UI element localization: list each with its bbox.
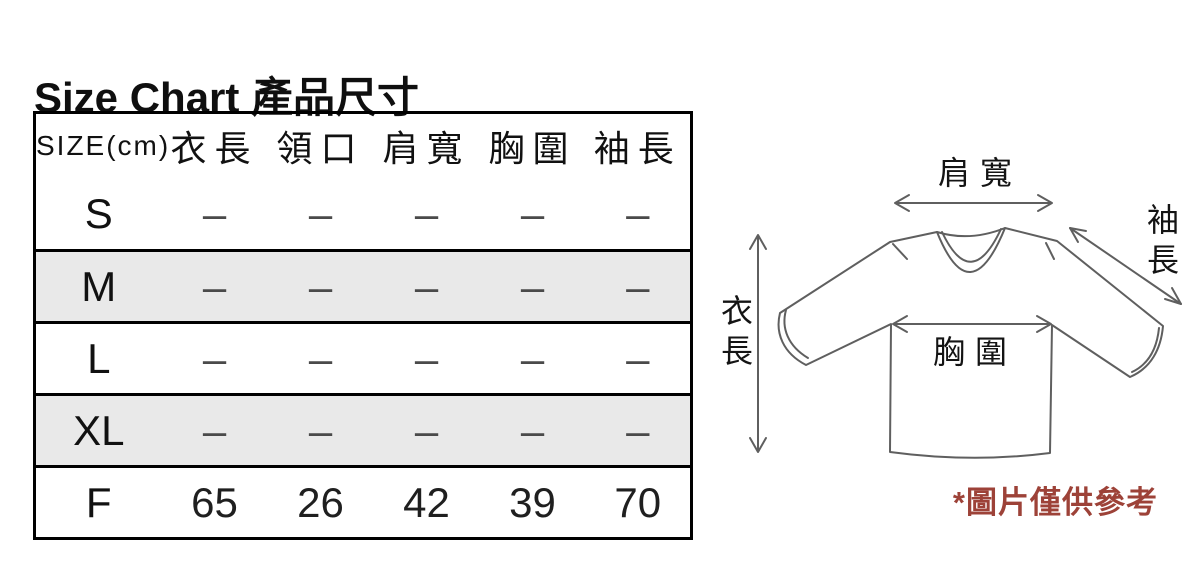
left-shoulder-seam <box>892 243 908 260</box>
value-cell: 39 <box>509 478 556 526</box>
chest-width-arrow <box>892 315 1052 333</box>
right-cuff-hem-line <box>1131 327 1160 373</box>
size-label: S <box>84 189 113 237</box>
table-row-xl: XL – – – – – <box>34 394 692 467</box>
value-cell: 70 <box>614 478 662 526</box>
size-column-header: SIZE(cm) <box>36 130 171 162</box>
column-header-shoulder-width: 肩寬 <box>382 128 471 170</box>
column-header-sleeve-length: 袖長 <box>593 128 682 170</box>
value-cell: 26 <box>297 478 344 526</box>
value-cell: – <box>626 189 650 237</box>
value-cell: – <box>308 262 333 310</box>
table-header-row: SIZE(cm) 衣長 領口 肩寬 胸圍 袖長 <box>35 113 692 179</box>
left-cuff-hem-line <box>783 309 809 359</box>
garment-length-label: 衣長 <box>717 294 753 374</box>
column-header-neck-opening: 領口 <box>276 128 365 170</box>
garment-length-arrow <box>749 234 767 453</box>
value-cell: – <box>414 189 439 237</box>
value-cell: – <box>414 334 439 382</box>
size-label: F <box>85 478 112 526</box>
value-cell: 42 <box>403 478 450 526</box>
sleeve-length-arrow <box>1069 227 1182 305</box>
value-cell: – <box>308 406 333 454</box>
value-cell: – <box>308 189 333 237</box>
table-row-f: F 65 26 42 39 70 <box>35 467 692 539</box>
sleeve-length-label: 袖長 <box>1143 203 1179 283</box>
shoulder-width-arrow <box>894 194 1053 212</box>
value-cell: – <box>202 262 227 310</box>
size-label: XL <box>73 406 125 454</box>
table-row-m: M – – – – – <box>34 250 692 323</box>
value-cell: – <box>520 334 545 382</box>
shirt-outline <box>777 227 1164 459</box>
chest-width-label: 胸圍 <box>932 334 1017 370</box>
column-header-chest: 胸圍 <box>488 128 577 170</box>
size-label: M <box>81 262 117 310</box>
value-cell: – <box>202 406 227 454</box>
value-cell: – <box>202 334 227 382</box>
value-cell: 65 <box>191 478 238 526</box>
table-row-s: S – – – – – <box>34 179 692 251</box>
shirt-illustration <box>749 194 1182 459</box>
collar-inner-line <box>941 228 1002 263</box>
value-cell: – <box>626 334 650 382</box>
value-cell: – <box>414 262 439 310</box>
value-cell: – <box>414 406 439 454</box>
table-row-l: L – – – – – <box>34 323 692 395</box>
value-cell: – <box>626 262 650 310</box>
value-cell: – <box>520 262 545 310</box>
value-cell: – <box>308 334 333 382</box>
reference-note: *圖片僅供參考 <box>952 485 1158 520</box>
right-shoulder-seam <box>1045 242 1055 260</box>
column-header-garment-length: 衣長 <box>170 128 259 170</box>
value-cell: – <box>202 189 227 237</box>
back-neck-line <box>936 227 1006 238</box>
shoulder-width-label: 肩寬 <box>937 155 1022 191</box>
value-cell: – <box>520 406 545 454</box>
size-label: L <box>87 334 111 382</box>
value-cell: – <box>520 189 545 237</box>
value-cell: – <box>626 406 650 454</box>
size-table: SIZE(cm) 衣長 領口 肩寬 胸圍 袖長 S – – – – – M – … <box>33 111 693 540</box>
